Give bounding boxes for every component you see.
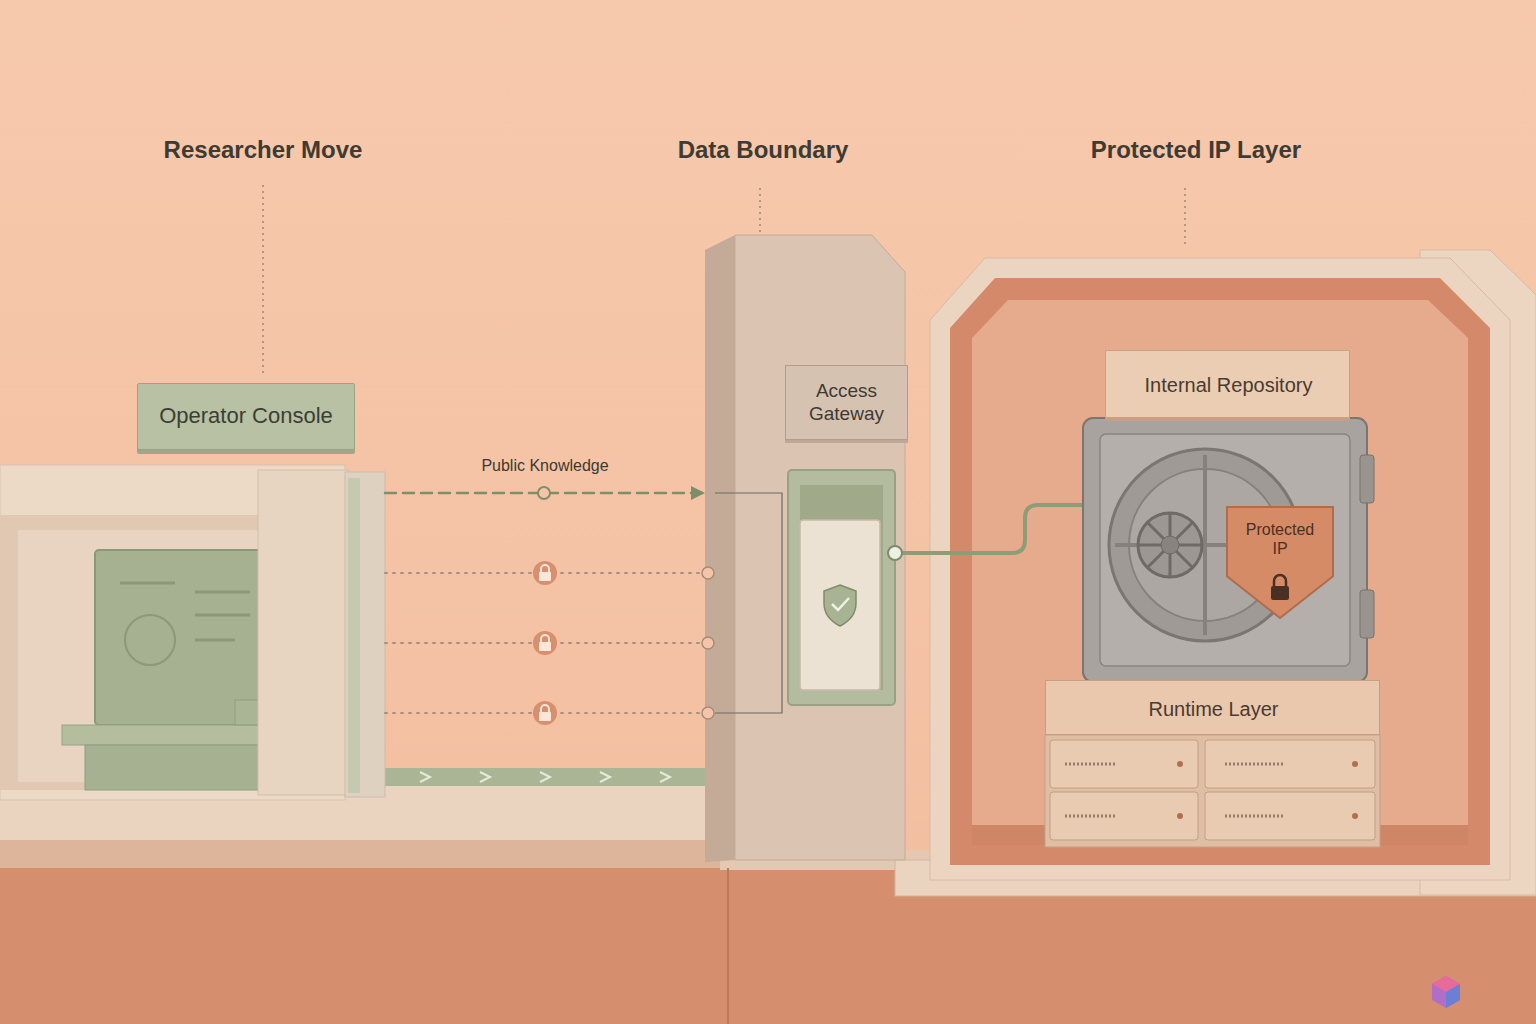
gateway-frame [788,470,895,705]
edge-dot [702,707,714,719]
edge-dot [702,637,714,649]
server-unit [1205,792,1375,840]
runtime-box: Runtime Layer [1045,680,1380,735]
console-pillar [345,472,385,797]
vault-hinge [1360,590,1374,638]
server-unit [1050,792,1198,840]
vault-body [1083,418,1367,682]
lock-icon [533,631,557,655]
console-screen [95,550,273,725]
wall-side [705,235,735,862]
boundary-wall: Access Gateway [705,235,905,860]
ip-shield: Protected IP [1225,505,1335,620]
console-recess [0,515,322,790]
screen-icon [125,615,175,665]
floor-rail [385,768,720,786]
lock-shackle [541,565,549,572]
blocked-flow-line [385,642,705,644]
lock-badge [533,561,557,585]
enclosure-shell [930,258,1510,880]
enclosure-side [1420,250,1536,895]
shield-icon [824,585,856,626]
wheel-hub [1161,536,1179,554]
server-led [1352,813,1358,819]
lock-shackle [541,635,549,642]
console-strip [348,478,360,793]
server-vents [1065,764,1285,816]
vault-hinge [1360,455,1374,503]
lock-badge [533,701,557,725]
lock-icon [533,561,557,585]
console-station: Operator Console [0,465,385,800]
ground-seam [727,868,729,1024]
vault-door [1100,434,1350,666]
wire-port [888,546,902,560]
server-unit [1205,740,1375,788]
boundary-wall [735,235,905,860]
gateway-recess [800,485,883,690]
server-led [1177,761,1183,767]
leader-line [759,188,761,232]
edge-dot [538,487,550,499]
gateway-module [800,520,880,690]
wheel-spokes [1138,513,1202,577]
console-desk-front [85,745,355,790]
watermark-logo [1446,984,1460,1008]
floor-front [0,840,720,868]
shield-outline [1227,507,1333,618]
screen-lines [120,583,250,640]
floor-surface [0,785,720,840]
lock-icon [533,701,557,725]
leader-line [262,185,264,375]
watermark-logo [1432,976,1460,992]
enclosure-plinth [895,860,1536,896]
server-led [1352,761,1358,767]
repository-label: Internal Repository [1106,351,1351,419]
section-heading: Protected IP Layer [1091,136,1301,164]
floor-surface [720,850,1536,870]
gateway-label: Access Gateway [785,365,908,440]
gateway-wire [895,505,1086,553]
blocked-flow-line [385,572,705,574]
console-keyboard [235,700,290,725]
ground-section [0,865,1536,1024]
console-panel [258,470,348,795]
section-heading: Researcher Move [164,136,363,164]
lock-body [539,712,551,721]
blocked-flow-line [385,712,705,714]
public-flow-arrow [385,492,705,495]
repository-box: Internal Repository [1105,350,1350,418]
edge-label: Public Knowledge [481,457,608,475]
check-icon [832,598,849,610]
server-rack [1045,735,1380,847]
section-heading: Data Boundary [678,136,849,164]
enclosure-interior [972,300,1468,845]
lock-body [539,572,551,581]
leader-line [1184,188,1186,245]
ip-label: Protected IP [1240,511,1320,567]
lock-shackle [541,705,549,712]
rail-chevrons [420,772,670,782]
console-label: Operator Console [137,383,355,450]
gateway-bracket [715,493,782,713]
lock-body [539,642,551,651]
console-desk [62,725,355,745]
vault-wheel [1138,513,1202,577]
lock-badge [533,631,557,655]
server-led [1177,813,1183,819]
enclosure-frame [950,278,1490,865]
edge-dot [702,567,714,579]
enclosure-floor [972,825,1468,845]
console-backwall [18,530,310,782]
console-housing [0,465,345,800]
server-unit [1050,740,1198,788]
watermark-logo [1432,976,1460,1008]
runtime-label: Runtime Layer [1046,681,1381,736]
